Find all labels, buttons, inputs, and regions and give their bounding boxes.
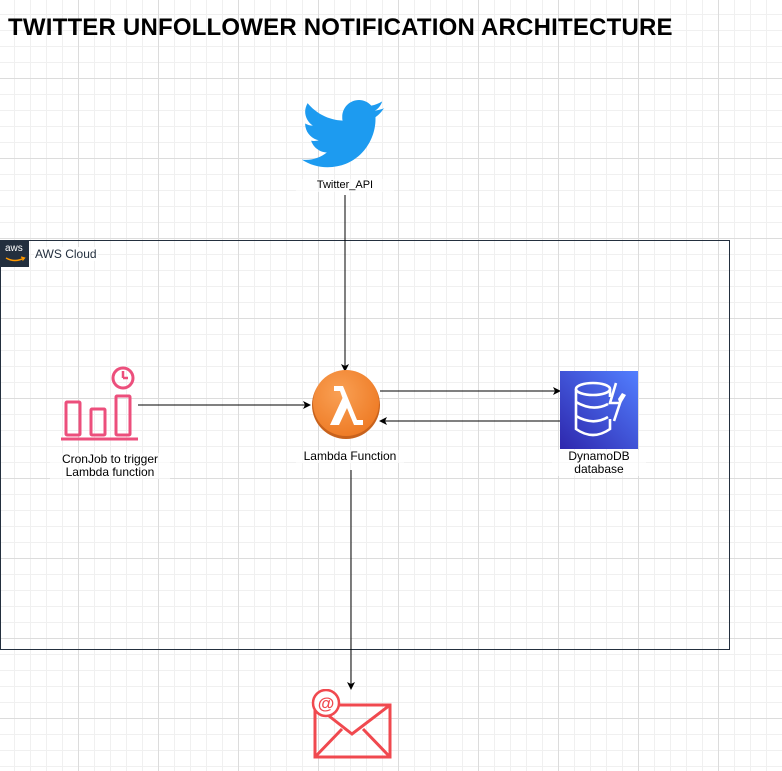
dynamodb-label-line2: database <box>574 462 624 476</box>
aws-badge-text: aws <box>5 243 23 254</box>
cronjob-label-line1: CronJob to trigger <box>61 452 159 466</box>
aws-lambda-icon[interactable] <box>309 368 383 442</box>
lambda-function-label: Lambda Function <box>296 450 404 463</box>
aws-logo-icon: aws <box>1 241 29 267</box>
page-title: TWITTER UNFOLLOWER NOTIFICATION ARCHITEC… <box>8 14 673 41</box>
email-icon[interactable]: @ <box>310 688 392 761</box>
dynamodb-label: DynamoDB database <box>552 450 646 476</box>
twitter-bird-icon[interactable] <box>301 100 386 170</box>
dynamodb-label-line1: DynamoDB <box>568 449 630 463</box>
svg-text:@: @ <box>318 694 335 713</box>
dynamodb-icon[interactable] <box>560 371 638 449</box>
scheduled-job-icon[interactable] <box>58 366 142 442</box>
cronjob-label: CronJob to trigger Lambda function <box>50 453 170 479</box>
aws-cloud-label: AWS Cloud <box>34 247 98 261</box>
twitter-api-label: Twitter_API <box>296 179 394 192</box>
cronjob-label-line2: Lambda function <box>65 465 155 479</box>
aws-cloud-group[interactable]: aws AWS Cloud <box>0 240 730 650</box>
